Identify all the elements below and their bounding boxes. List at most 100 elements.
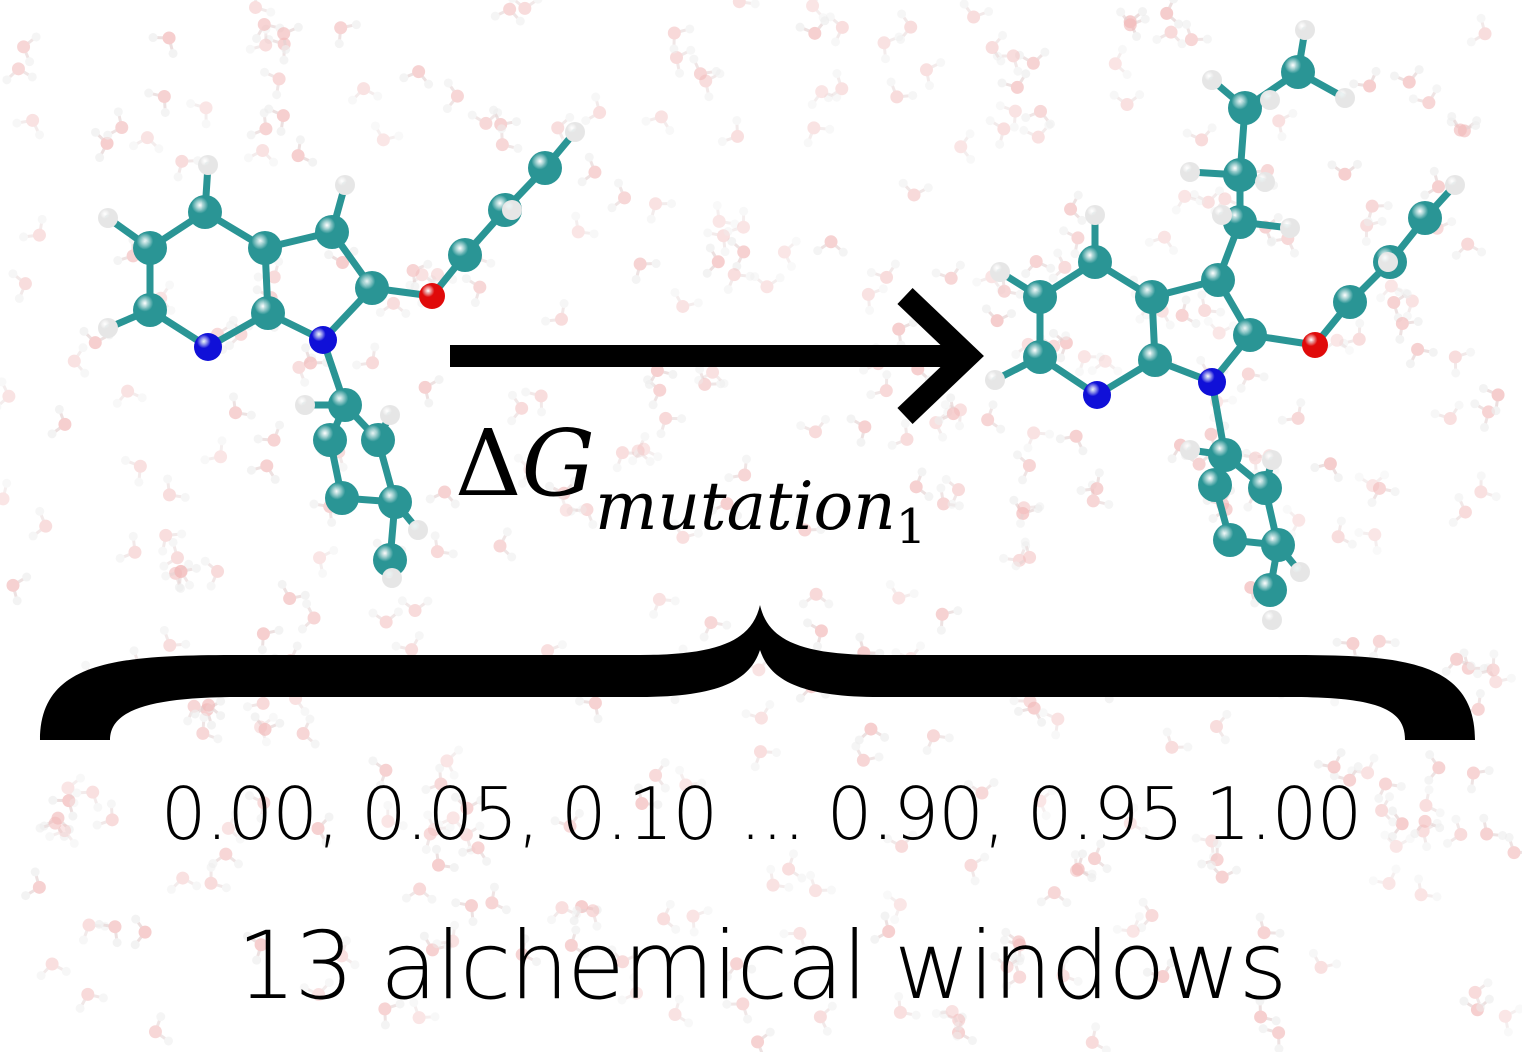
water-oxygen [379, 615, 393, 629]
water-molecule [508, 0, 543, 15]
water-hydrogen [1441, 666, 1451, 676]
water-oxygen [737, 245, 751, 259]
water-hydrogen [1045, 429, 1055, 439]
water-hydrogen [1476, 13, 1486, 23]
water-hydrogen [1165, 320, 1175, 330]
water-hydrogen [775, 273, 785, 283]
water-hydrogen [798, 599, 808, 609]
water-oxygen [259, 122, 273, 136]
water-molecule [936, 483, 964, 511]
water-oxygen [919, 63, 933, 77]
water-hydrogen [72, 788, 82, 798]
water-oxygen [1387, 295, 1401, 309]
water-hydrogen [711, 66, 721, 76]
water-hydrogen [1162, 727, 1172, 737]
water-hydrogen [1075, 367, 1085, 377]
water-hydrogen [1013, 66, 1023, 76]
water-molecule [807, 85, 842, 110]
water-hydrogen [216, 696, 226, 706]
water-hydrogen [1363, 217, 1373, 227]
water-hydrogen [999, 553, 1009, 563]
carbon-atom [1248, 471, 1282, 505]
water-oxygen [861, 287, 875, 301]
water-molecule [450, 792, 486, 815]
water-oxygen [140, 131, 154, 145]
water-molecule [883, 830, 918, 853]
water-hydrogen [825, 124, 835, 134]
water-hydrogen [75, 1003, 85, 1013]
water-hydrogen [916, 641, 926, 651]
water-molecule [1313, 748, 1346, 774]
water-hydrogen [1181, 295, 1191, 305]
water-molecule [1473, 649, 1500, 679]
water-hydrogen [908, 90, 918, 100]
water-oxygen [296, 727, 310, 741]
water-oxygen [1365, 199, 1379, 213]
water-hydrogen [816, 525, 826, 535]
water-hydrogen [797, 873, 807, 883]
water-hydrogen [703, 906, 713, 916]
water-hydrogen [644, 379, 654, 389]
water-oxygen [892, 322, 906, 336]
water-hydrogen [451, 898, 461, 908]
carbon-atom [1261, 528, 1295, 562]
water-hydrogen [1473, 669, 1483, 679]
water-hydrogen [953, 606, 963, 616]
water-hydrogen [936, 625, 946, 635]
water-molecule [75, 987, 108, 1013]
water-hydrogen [917, 467, 927, 477]
water-oxygen [559, 503, 573, 517]
water-oxygen [249, 0, 262, 14]
carbon-atom [1201, 263, 1235, 297]
water-hydrogen [305, 714, 315, 724]
water-hydrogen [1277, 415, 1287, 425]
water-hydrogen [1429, 166, 1439, 176]
water-hydrogen [1451, 368, 1461, 378]
water-molecule [264, 104, 290, 136]
water-hydrogen [1138, 897, 1148, 907]
water-hydrogen [458, 847, 468, 857]
water-molecule [940, 400, 967, 431]
water-molecule [1498, 1004, 1522, 1037]
water-molecule [507, 390, 529, 426]
water-hydrogen [266, 7, 276, 17]
water-molecule [1419, 785, 1445, 818]
water-molecule [67, 343, 90, 378]
water-molecule [893, 991, 921, 1020]
water-hydrogen [674, 994, 684, 1004]
water-oxygen [1480, 827, 1494, 841]
water-molecule [631, 431, 655, 466]
water-hydrogen [1390, 638, 1400, 648]
water-hydrogen [1012, 450, 1022, 460]
water-molecule [571, 211, 599, 239]
water-hydrogen [607, 945, 617, 955]
water-hydrogen [19, 232, 29, 242]
water-molecule [1137, 897, 1159, 933]
water-hydrogen [260, 67, 270, 77]
water-molecule [1308, 948, 1342, 974]
water-hydrogen [570, 476, 580, 486]
water-molecule [130, 914, 152, 950]
water-molecule [1182, 123, 1217, 147]
water-oxygen [1453, 123, 1467, 137]
water-oxygen [1215, 870, 1229, 884]
water-hydrogen [459, 825, 469, 835]
water-oxygen [459, 828, 473, 842]
water-molecule [1395, 317, 1423, 344]
water-hydrogen [395, 999, 405, 1009]
water-oxygen [1468, 985, 1482, 999]
water-oxygen [1184, 33, 1198, 47]
water-molecule [148, 31, 178, 58]
water-oxygen [835, 20, 849, 34]
water-oxygen [1241, 367, 1255, 381]
water-hydrogen [242, 702, 252, 712]
water-hydrogen [1019, 125, 1029, 135]
water-molecule [1258, 1024, 1286, 1052]
water-hydrogen [911, 1010, 921, 1020]
water-molecule [670, 287, 703, 313]
water-hydrogen [1059, 955, 1069, 965]
water-hydrogen [1101, 1045, 1111, 1052]
water-molecule [158, 528, 187, 556]
water-hydrogen [334, 39, 344, 49]
water-hydrogen [490, 11, 500, 21]
